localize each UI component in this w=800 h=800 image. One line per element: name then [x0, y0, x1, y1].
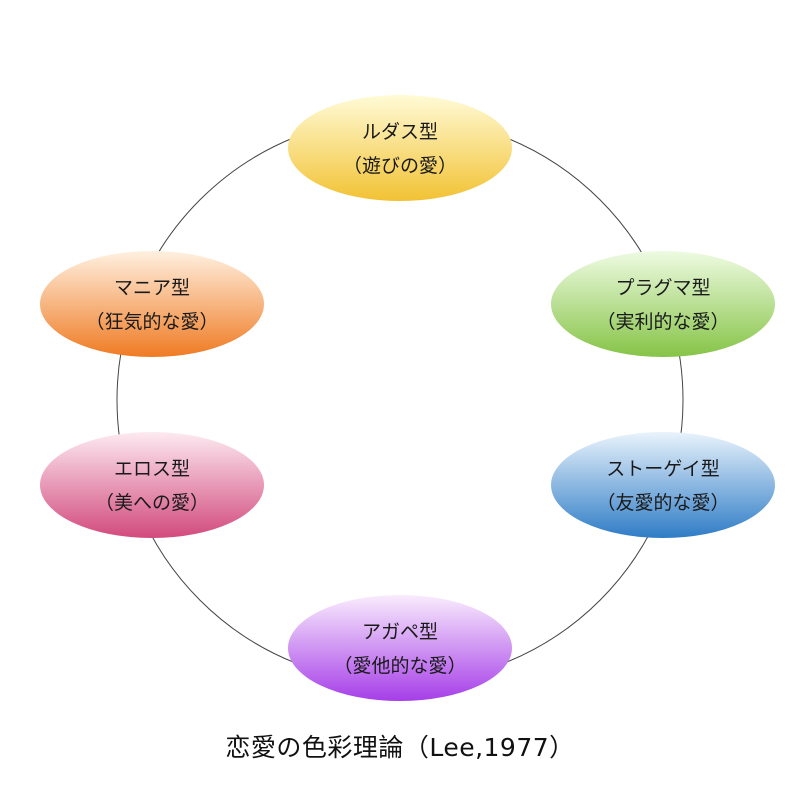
node-eros: エロス型 （美への愛）: [40, 432, 264, 538]
node-subtitle-agape: （愛他的な愛）: [333, 655, 466, 677]
node-agape: アガペ型 （愛他的な愛）: [288, 595, 512, 701]
node-title-eros: エロス型: [114, 458, 190, 480]
node-title-ludus: ルダス型: [362, 121, 438, 143]
node-ellipse-storge: [551, 432, 775, 538]
node-title-agape: アガペ型: [362, 621, 438, 643]
node-ellipse-agape: [288, 595, 512, 701]
node-mania: マニア型 （狂気的な愛）: [40, 251, 264, 357]
node-title-pragma: プラグマ型: [615, 277, 710, 299]
node-ellipse-mania: [40, 251, 264, 357]
node-ludus: ルダス型 （遊びの愛）: [288, 95, 512, 201]
node-ellipse-eros: [40, 432, 264, 538]
node-subtitle-eros: （美への愛）: [95, 492, 209, 514]
node-subtitle-ludus: （遊びの愛）: [343, 155, 457, 177]
node-ellipse-ludus: [288, 95, 512, 201]
node-subtitle-pragma: （実利的な愛）: [596, 311, 729, 333]
node-title-storge: ストーゲイ型: [606, 458, 720, 480]
node-subtitle-mania: （狂気的な愛）: [85, 311, 218, 333]
node-subtitle-storge: （友愛的な愛）: [596, 492, 729, 514]
node-pragma: プラグマ型 （実利的な愛）: [551, 251, 775, 357]
node-storge: ストーゲイ型 （友愛的な愛）: [551, 432, 775, 538]
node-ellipse-pragma: [551, 251, 775, 357]
node-title-mania: マニア型: [114, 277, 190, 299]
diagram-caption: 恋愛の色彩理論（Lee,1977）: [225, 733, 575, 762]
